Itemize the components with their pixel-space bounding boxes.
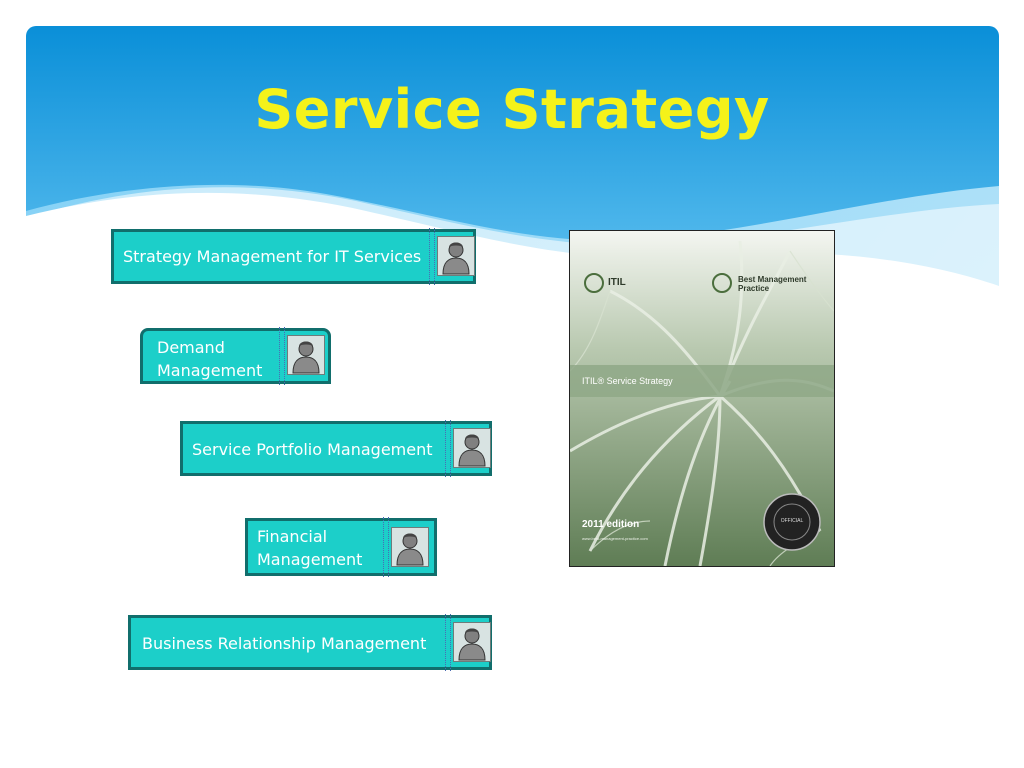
- process-box-service-portfolio-management: Service Portfolio Management: [180, 420, 492, 477]
- process-label: Demand Management: [157, 338, 263, 380]
- cover-publisher: Best Management Practice: [738, 275, 807, 293]
- cover-url: www.best-management-practice.com: [582, 536, 648, 541]
- person-icon: [453, 428, 491, 468]
- person-icon: [287, 335, 325, 375]
- process-box-financial-management: Financial Management: [245, 517, 437, 577]
- book-cover-image: ITIL Best Management Practice ITIL® Serv…: [569, 230, 835, 567]
- process-divider: [445, 614, 451, 671]
- itil-logo-icon: [584, 273, 604, 293]
- process-box-strategy-management: Strategy Management for IT Services: [111, 228, 476, 285]
- process-label: Business Relationship Management: [142, 634, 427, 653]
- person-icon: [391, 527, 429, 567]
- slide-title: Service Strategy: [254, 78, 770, 141]
- cover-seal-text: OFFICIAL: [780, 518, 804, 524]
- cover-title: ITIL® Service Strategy: [582, 376, 673, 386]
- process-box-demand-management: Demand Management: [140, 327, 331, 385]
- process-divider: [383, 517, 389, 577]
- cover-brand: ITIL: [608, 277, 626, 288]
- person-icon: [453, 622, 491, 662]
- process-label: Financial Management: [257, 527, 363, 569]
- process-label: Strategy Management for IT Services: [123, 247, 422, 266]
- seal-icon: [763, 493, 821, 551]
- cover-edition: 2011 edition: [582, 519, 640, 530]
- process-divider: [445, 420, 451, 477]
- process-box-business-relationship-management: Business Relationship Management: [128, 614, 492, 671]
- person-icon: [437, 236, 475, 276]
- process-divider: [279, 327, 285, 385]
- book-cover-art: [570, 231, 834, 566]
- process-label: Service Portfolio Management: [192, 440, 433, 459]
- process-divider: [429, 228, 435, 285]
